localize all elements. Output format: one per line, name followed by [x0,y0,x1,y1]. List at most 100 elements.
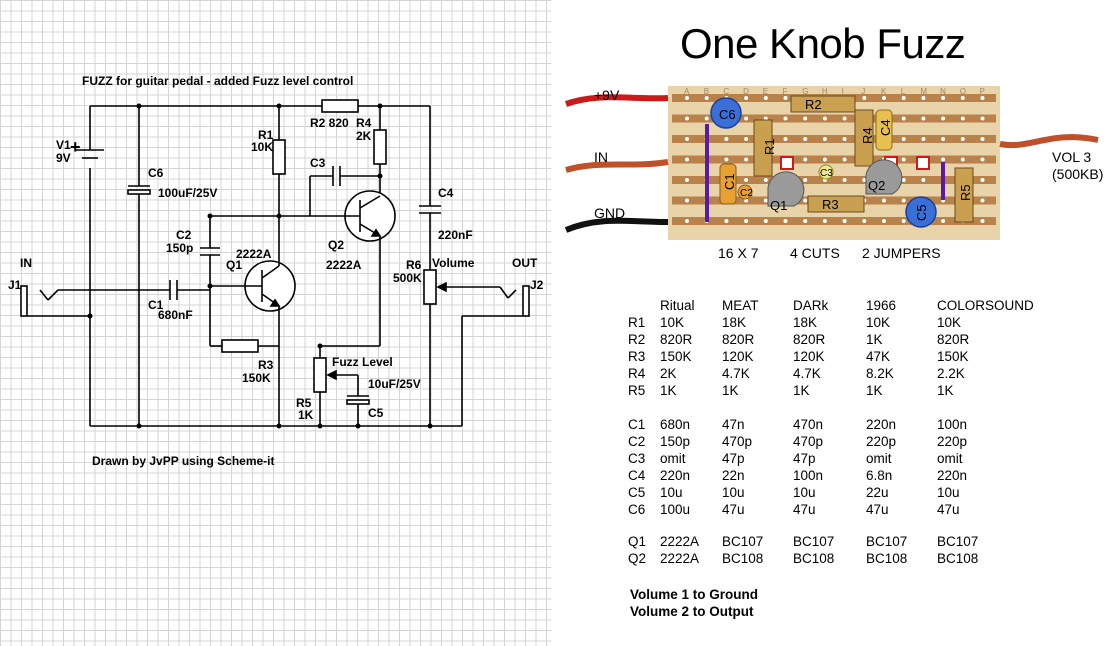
strip-hole [783,219,788,223]
bom-cell: 47u [793,502,816,517]
bom-cell: 4.7K [793,366,821,381]
strip-hole [704,116,709,121]
strip-hole [783,96,788,100]
strip-hole [980,116,985,121]
schematic-credit: Drawn by JvPP using Scheme-it [92,454,275,468]
label-r2: R2 820 [310,116,349,130]
bom-cell: BC108 [722,551,764,566]
bom-cell: 47p [722,451,745,466]
bom-cell: C1 [628,417,646,432]
c3-component [818,164,834,180]
c2-label: C2 [740,188,753,199]
label-in: IN [20,256,32,270]
c3-label: C3 [820,168,833,179]
strip-hole [763,198,768,203]
strip-hole [763,178,768,182]
strip-hole [842,178,847,182]
copper-strip [672,114,996,123]
label-fuzz-level: Fuzz Level [332,355,393,369]
bom-cell: 1K [866,383,883,398]
wire-vol3 [999,134,1099,149]
r3-component [807,195,865,213]
column-letter: D [743,87,749,96]
column-letter: C [723,87,729,96]
column-letter: B [704,87,709,96]
label-q2: Q2 [328,238,345,252]
bom-cell: 1K [793,383,810,398]
bom-cell: 10K [866,315,891,330]
bom-cell: 47p [793,451,816,466]
strip-hole [744,157,749,162]
label-c3: C3 [310,156,326,170]
strip-hole [921,116,926,121]
label-r4-value: 2K [356,129,372,143]
strip-hole [842,137,847,141]
q2-label: Q2 [868,178,885,193]
strip-hole [842,219,847,223]
bom-cell: 820R [937,332,970,347]
bom-cell: 2222A [660,534,700,549]
bom-cell: 18K [722,315,747,330]
r3-label: R3 [822,197,839,212]
c2-component [737,184,753,200]
bom-cell: Ritual [660,298,695,313]
strip-hole [960,116,965,121]
bom-cell: 820R [660,332,693,347]
label-q1: Q1 [226,258,243,272]
column-letter: J [861,87,865,96]
bom-cell: 10u [722,485,745,500]
bom-cell: 10u [793,485,816,500]
label-c5-value: 10uF/25V [368,377,421,391]
bom-cell: 150K [937,349,969,364]
strip-hole [901,137,906,141]
strip-hole [685,178,689,182]
column-letter: I [842,87,844,96]
strip-hole [862,219,867,223]
strip-hole [724,157,729,162]
bom-cell: BC107 [937,534,979,549]
bom-cell: 22n [722,468,745,483]
column-letter: E [763,87,768,96]
footer-jumpers: 2 JUMPERS [862,245,941,261]
strip-hole [822,116,827,121]
c6-component [710,97,742,129]
label-r1: R1 [258,128,274,142]
bom-cell: 10u [937,485,960,500]
label-q1-value: 2222A [236,247,272,261]
bom-cell: 2222A [660,551,700,566]
strip-hole [685,198,689,203]
cut-3 [916,156,930,170]
bom-cell: R5 [628,383,646,398]
bom-cell: 220n [660,468,691,483]
r1-label: R1 [762,138,777,155]
wire-label-in: IN [594,149,608,165]
strip-hole [862,96,867,100]
bom-cell: 100n [937,417,968,432]
strip-hole [685,96,689,100]
strip-hole [941,96,946,100]
r2-label: R2 [805,97,822,112]
bom-cell: 470p [722,434,753,449]
strip-hole [744,96,749,100]
footer-cuts: 4 CUTS [790,245,840,261]
label-v1-value: 9V [56,151,71,165]
label-c2: C2 [176,228,192,242]
bom-cell: Q2 [628,551,647,566]
r1-component [753,119,773,177]
bom-cell: 220p [937,434,968,449]
cut-1 [780,156,794,170]
strip-hole [724,137,729,141]
bom-cell: 100u [660,502,691,517]
copper-strip [672,217,996,225]
strip-hole [783,137,788,141]
bom-cell: BC107 [866,534,908,549]
strip-hole [960,96,965,100]
column-letter: G [802,87,808,96]
strip-hole [763,96,768,100]
bom-cell: 18K [793,315,818,330]
strip-hole [685,116,689,121]
q1-label: Q1 [770,198,787,213]
bom-cell: 1K [866,332,883,347]
bom-cell: omit [937,451,963,466]
